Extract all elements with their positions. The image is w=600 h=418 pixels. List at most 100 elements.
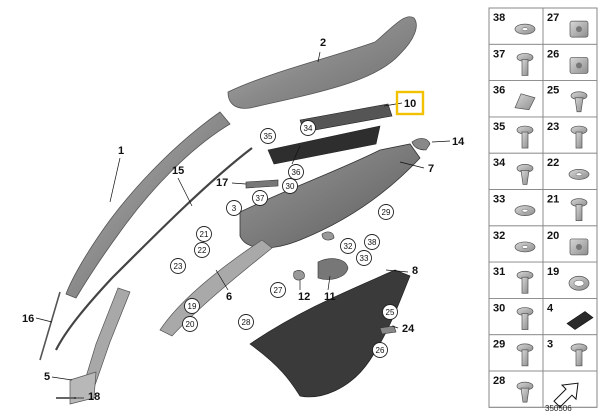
screw-icon: [570, 125, 588, 149]
callout-12: 12: [298, 291, 310, 303]
clip-icon: [514, 93, 536, 111]
leader-line: [399, 161, 425, 169]
part-number-36: 36: [493, 85, 505, 97]
trim-part-2: [227, 16, 417, 109]
leader-line: [231, 182, 247, 185]
circle-marker-19: 19: [184, 298, 200, 314]
screw-icon: [516, 53, 534, 76]
reference-number: 350506: [545, 404, 572, 413]
leader-lines: [35, 51, 451, 399]
circle-marker-34: 34: [300, 120, 316, 136]
part-number-33: 33: [493, 194, 505, 206]
rivet-icon: [570, 91, 588, 113]
spring-nut-icon: [569, 57, 589, 74]
circle-marker-label: 37: [256, 194, 265, 203]
circle-marker-25: 25: [382, 304, 398, 320]
circle-marker-ring: [270, 282, 286, 298]
part-number-29: 29: [493, 339, 505, 351]
leader-line: [383, 102, 403, 107]
arrow-icon: [553, 382, 579, 408]
circle-marker-ring: [382, 304, 398, 320]
screw-icon: [516, 307, 534, 330]
leader-line: [391, 325, 399, 329]
circle-marker-ring: [260, 128, 276, 144]
circle-marker-ring: [182, 316, 198, 332]
clip-part-14: [411, 138, 431, 151]
part-number-32: 32: [493, 230, 505, 242]
leader-line: [35, 317, 53, 323]
circle-marker-label: 32: [344, 242, 353, 251]
clip-part-13: [321, 231, 335, 241]
circle-marker-ring: [252, 190, 268, 206]
grommet-icon: [568, 275, 590, 291]
circle-marker-ring: [184, 298, 200, 314]
part-number-30: 30: [493, 302, 505, 314]
clip-part-17: [245, 179, 279, 189]
rivet-icon: [516, 381, 534, 403]
circle-marker-ring: [196, 226, 212, 242]
leader-line: [317, 51, 321, 63]
part-number-28: 28: [493, 375, 505, 387]
callout-16: 16: [22, 313, 34, 325]
circle-marker-28: 28: [238, 314, 254, 330]
circle-marker-22: 22: [194, 242, 210, 258]
bracket-lower-5: [69, 371, 97, 405]
circle-marker-ring: [364, 234, 380, 250]
part-number-27: 27: [547, 12, 559, 24]
leader-line: [177, 177, 193, 207]
clip-nut-icon: [569, 238, 589, 256]
screw-part-24: [379, 325, 397, 335]
part-number-26: 26: [547, 48, 559, 60]
circle-marker-label: 22: [198, 246, 207, 255]
circle-marker-ring: [356, 250, 372, 266]
circle-marker-label: 38: [368, 238, 377, 247]
trim-part-1: [65, 111, 231, 299]
circle-marker-35: 35: [260, 128, 276, 144]
callout-24: 24: [402, 323, 415, 335]
washer-icon: [514, 241, 536, 253]
circle-marker-label: 25: [386, 308, 395, 317]
circle-marker-36: 36: [288, 164, 304, 180]
circle-marker-label: 19: [188, 302, 197, 311]
circle-marker-label: 33: [360, 254, 369, 263]
circle-marker-ring: [194, 242, 210, 258]
circle-marker-ring: [340, 238, 356, 254]
part-number-25: 25: [547, 85, 559, 97]
part-number-38: 38: [493, 12, 505, 24]
circle-marker-21: 21: [196, 226, 212, 242]
callout-17: 17: [216, 177, 228, 189]
circle-marker-label: 20: [186, 320, 195, 329]
screw-icon: [516, 125, 534, 149]
screw-icon: [516, 343, 534, 367]
circle-marker-label: 26: [376, 346, 385, 355]
circle-marker-38: 38: [364, 234, 380, 250]
parts-grid-cell: [542, 370, 598, 408]
callout-14: 14: [452, 136, 465, 148]
washer-icon: [514, 205, 536, 216]
circle-marker-label: 23: [174, 262, 183, 271]
circle-marker-27: 27: [270, 282, 286, 298]
washer-icon: [514, 23, 536, 35]
callout-1: 1: [118, 145, 124, 157]
circle-marker-label: 3: [232, 204, 237, 213]
part-number-22: 22: [547, 157, 559, 169]
circle-marker-32: 32: [340, 238, 356, 254]
circle-marker-33: 33: [356, 250, 372, 266]
circle-marker-ring: [378, 204, 394, 220]
callout-2: 2: [320, 37, 326, 49]
callout-8: 8: [412, 265, 418, 277]
callout-10: 10: [404, 98, 416, 110]
callout-5: 5: [44, 371, 50, 383]
circle-marker-label: 36: [292, 168, 301, 177]
part-number-4: 4: [547, 302, 554, 314]
circle-marker-ring: [300, 120, 316, 136]
part-number-23: 23: [547, 121, 559, 133]
part-number-3: 3: [547, 339, 553, 351]
circle-marker-label: 21: [200, 230, 209, 239]
pad-icon: [566, 311, 594, 330]
circle-marker-20: 20: [182, 316, 198, 332]
rail-16: [39, 291, 61, 361]
